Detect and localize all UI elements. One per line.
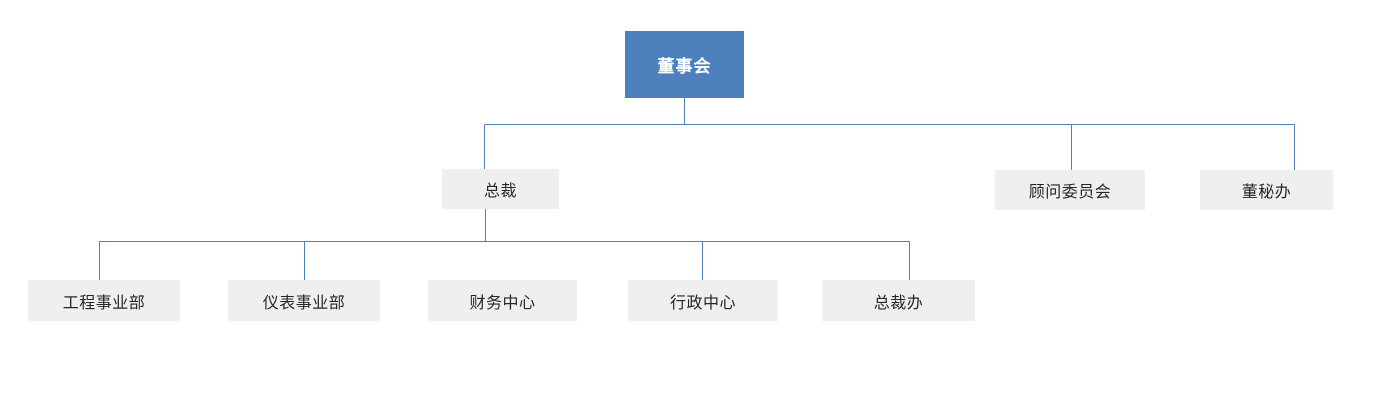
node-board-label: 董事会 — [657, 57, 712, 76]
node-board-secretary-office: 董秘办 — [1200, 170, 1333, 210]
node-administration-center-label: 行政中心 — [669, 294, 736, 312]
node-board-secretary-office-label: 董秘办 — [1241, 184, 1292, 201]
node-finance-center: 财务中心 — [428, 280, 577, 321]
node-finance-center-label: 财务中心 — [469, 294, 536, 312]
node-administration-center: 行政中心 — [628, 280, 778, 321]
node-president-label: 总裁 — [483, 183, 517, 200]
node-engineering-division: 工程事业部 — [28, 280, 180, 321]
node-advisory-committee-label: 顾问委员会 — [1028, 184, 1112, 201]
node-advisory-committee: 顾问委员会 — [995, 170, 1145, 210]
node-instrument-division: 仪表事业部 — [228, 280, 380, 321]
node-president: 总裁 — [442, 169, 559, 209]
node-president-office-label: 总裁办 — [873, 294, 924, 312]
connector-president-to-level3 — [99, 209, 910, 280]
node-board: 董事会 — [625, 31, 744, 98]
node-instrument-division-label: 仪表事业部 — [262, 294, 346, 312]
connector-board-to-level2 — [484, 98, 1295, 170]
node-president-office: 总裁办 — [822, 280, 975, 321]
node-engineering-division-label: 工程事业部 — [62, 294, 146, 312]
